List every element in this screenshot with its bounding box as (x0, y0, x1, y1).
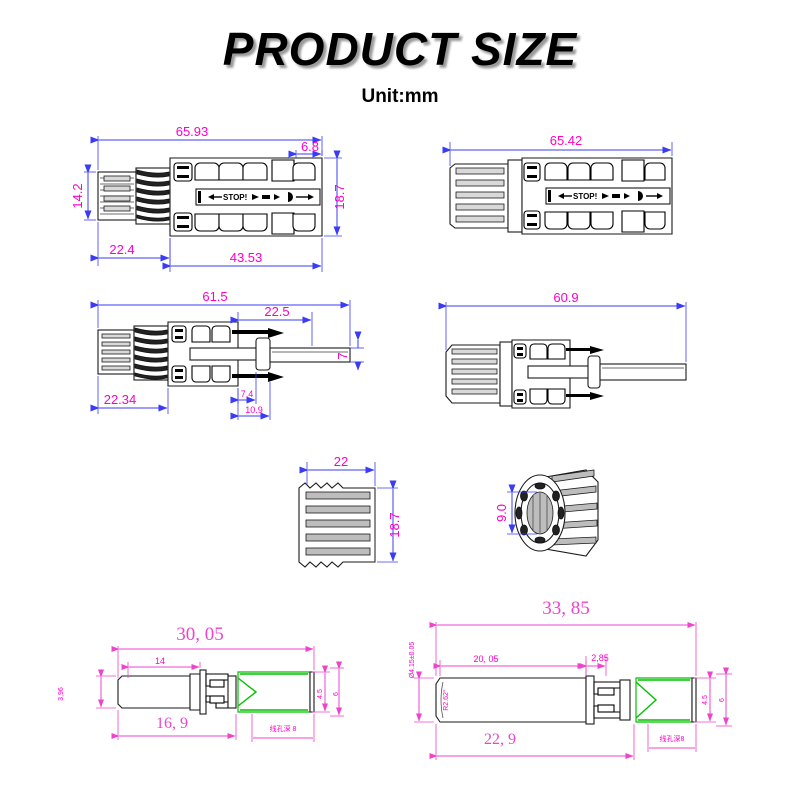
part-outline (117, 669, 315, 715)
drawing-male-connector-assembled: STOP! 65.93 6.8 (70, 124, 347, 272)
dim-overall-label: 61.5 (202, 289, 227, 304)
dim-bore-label: 9.0 (494, 504, 509, 522)
dimension-set: 61.5 22.5 7 22.34 7.4 (90, 289, 364, 420)
dim-tip-dia-label: 4.5 (702, 695, 709, 705)
dimension-set: 33, 85 Ø4.15±0.05 20, 05 2,85 R2.62° 22,… (409, 598, 732, 760)
dim-step-label: 2,85 (591, 653, 609, 663)
dim-crimp-label: 22, 9 (484, 731, 516, 748)
dim-nut-dia-label: 14.2 (70, 183, 85, 208)
dimension-set: 30, 05 14 16, 9 3,96 4.5 (58, 624, 344, 742)
part-outline: STOP! (449, 157, 673, 235)
dim-cable-dia-label: 3,96 (58, 687, 65, 701)
dim-outer-dia-label: Ø4.15±0.05 (409, 642, 416, 679)
dim-body-len-label: 43.53 (230, 250, 263, 265)
dimension-set: 22 18.7 (299, 454, 402, 563)
hole-depth-note: 线孔深 8 (270, 724, 297, 733)
stop-label: STOP! (223, 193, 247, 202)
dim-pin-len-label: 22.5 (264, 304, 289, 319)
dim-gland-len-label: 22.34 (104, 392, 137, 407)
dim-overall-label: 60.9 (553, 290, 578, 305)
stop-label: STOP! (573, 192, 597, 201)
dim-tip-label: 6.8 (301, 139, 319, 154)
part-outline (97, 321, 351, 387)
stop-marking: STOP! (208, 192, 314, 202)
drawing-cable-gland-nut: 22 18.7 (298, 454, 402, 568)
dimension-set: 60.9 (438, 290, 687, 362)
dim-overall-label: 33, 85 (542, 598, 590, 619)
dim-shoulder-label: 7.4 (241, 389, 254, 399)
dimension-set: 65.93 6.8 14.2 18.7 22.4 (70, 124, 347, 272)
dim-overall-label: 65.93 (176, 124, 209, 139)
dim-tip-dia-label: 4.5 (317, 689, 324, 699)
dimension-set: 9.0 (494, 484, 537, 535)
dim-crimp-label: 16, 9 (156, 715, 188, 732)
drawing-female-socket-contact: 33, 85 Ø4.15±0.05 20, 05 2,85 R2.62° 22,… (409, 598, 732, 760)
dim-overall-label: 65.42 (550, 133, 583, 148)
drawing-female-connector-open: 60.9 (438, 290, 687, 409)
dim-collar-label: 10.9 (245, 405, 263, 415)
dim-barrel-label: 20, 05 (473, 654, 498, 664)
drawing-female-connector-assembled: STOP! 65.42 (442, 133, 673, 235)
dim-body-dia-label: 6 (719, 698, 726, 702)
page-title: PRODUCT SIZE (222, 23, 578, 75)
dim-overall-label: 30, 05 (176, 624, 224, 645)
dimension-set: 65.42 (442, 133, 673, 166)
unit-label: Unit:mm (361, 86, 439, 107)
dim-body-dia-label: 6 (333, 692, 340, 696)
dim-barrel-label: 14 (155, 656, 165, 666)
part-outline (298, 482, 376, 568)
part-outline (514, 469, 599, 557)
drawing-cable-gland-nut-iso: 9.0 (494, 469, 599, 557)
part-outline (445, 339, 687, 409)
thread-ribs (136, 169, 170, 222)
stop-marking: STOP! (558, 191, 663, 201)
part-outline: STOP! (97, 157, 323, 237)
dim-gland-len-label: 22.4 (109, 242, 134, 257)
dim-width-label: 22 (334, 454, 348, 469)
part-outline (435, 675, 697, 725)
dim-body-height-label: 18.7 (332, 184, 347, 209)
hole-depth-note: 线孔深8 (660, 734, 685, 743)
dim-radius-label: R2.62° (442, 689, 450, 711)
drawing-male-connector-open: 61.5 22.5 7 22.34 7.4 (90, 289, 364, 420)
dim-height-label: 18.7 (387, 512, 402, 537)
dim-pin-dia-label: 7 (335, 352, 350, 359)
drawing-male-pin-contact: 30, 05 14 16, 9 3,96 4.5 (58, 624, 344, 742)
